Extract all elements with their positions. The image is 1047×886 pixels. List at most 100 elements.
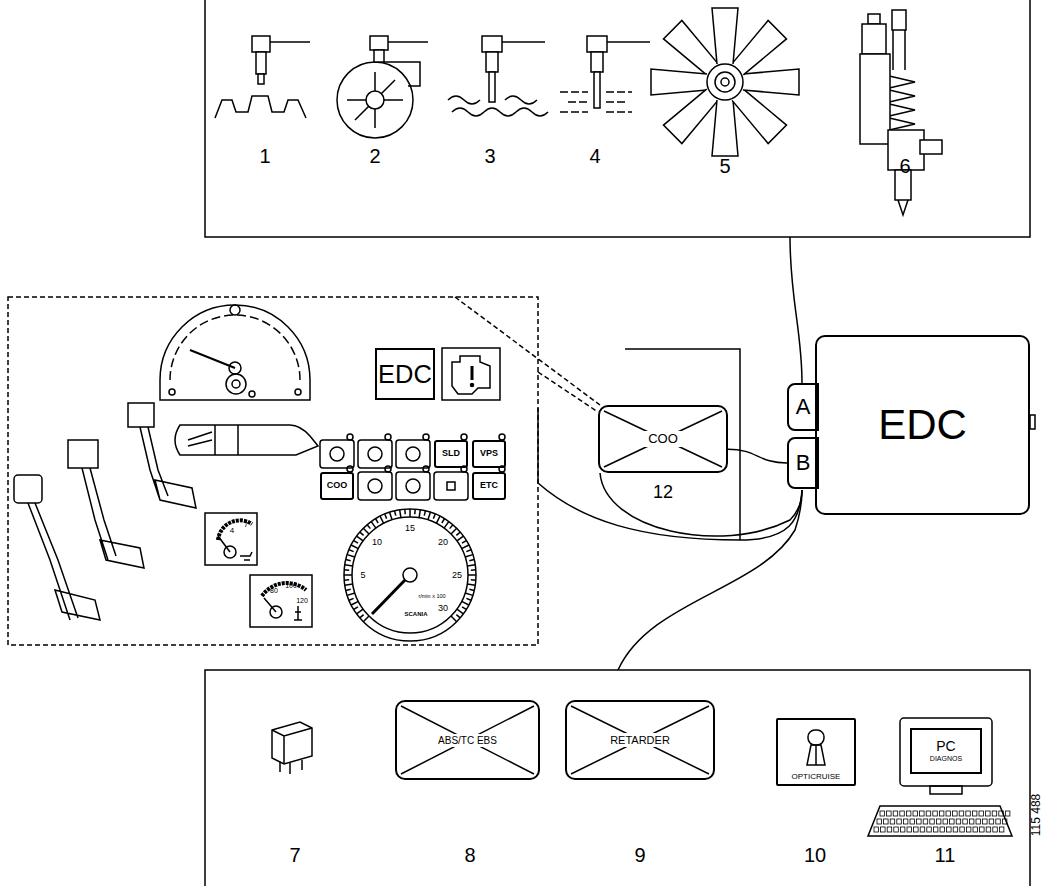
temperature-sensor: [448, 36, 548, 116]
key: [963, 819, 968, 824]
callout-label: 3: [484, 146, 495, 166]
key: [936, 819, 941, 824]
switch-button: [358, 472, 392, 500]
tick: [376, 519, 379, 523]
ecu-cross: [571, 706, 709, 774]
node-box: ETC: [472, 472, 506, 500]
tick: [357, 609, 363, 614]
key: [983, 819, 988, 824]
switch-symbol: [368, 447, 382, 461]
key: [986, 811, 991, 816]
tick: [469, 589, 474, 590]
turbo-sensor: [337, 36, 428, 138]
indicator-led: [385, 466, 391, 472]
key: [953, 827, 958, 832]
node-text: DIAGNOS: [930, 755, 962, 763]
node-text: PC: [936, 739, 955, 754]
pedals: [14, 403, 196, 620]
switch-symbol: [406, 447, 420, 461]
key: [992, 811, 997, 816]
key: [890, 819, 895, 824]
node-text: EDC: [878, 402, 967, 448]
switch-button: [396, 472, 430, 500]
tick: [346, 560, 351, 561]
wire: [790, 237, 802, 383]
speedometer: [160, 305, 310, 400]
node-box: VPS: [472, 440, 506, 468]
key: [900, 827, 905, 832]
callout-label: 115 488: [1030, 794, 1042, 837]
key: [950, 819, 955, 824]
key: [927, 827, 932, 832]
tick: [444, 522, 449, 528]
callout-label: 2: [369, 146, 380, 166]
node-box: RETARDER: [565, 700, 715, 780]
tick: [467, 565, 475, 566]
node-box: EDC: [815, 335, 1030, 515]
tick: [380, 516, 384, 523]
key: [966, 811, 971, 816]
node-text: COO: [327, 481, 348, 491]
key: [933, 827, 938, 832]
speed-sensor: [215, 36, 310, 118]
tick: [354, 607, 358, 610]
tick: [462, 541, 466, 544]
callout-label: 1: [259, 146, 270, 166]
relay: [272, 722, 312, 774]
tick: [424, 511, 425, 516]
tick: [419, 510, 420, 518]
key: [972, 811, 977, 816]
indicator-led: [423, 434, 429, 440]
callout-label: 120: [296, 597, 308, 604]
wire-connector: [728, 449, 787, 463]
key: [903, 819, 908, 824]
key: [1002, 819, 1007, 824]
tick: [357, 536, 363, 541]
node-box: EDC: [375, 348, 435, 400]
tick: [360, 615, 364, 618]
panel-frame: [537, 408, 539, 483]
tick: [344, 569, 349, 571]
panel-frame: [625, 349, 740, 540]
panel-frame: [205, 670, 1030, 886]
tick: [371, 522, 376, 528]
tick: [471, 579, 476, 581]
switch-button: [434, 472, 468, 500]
key: [946, 811, 951, 816]
indicator-led: [385, 434, 391, 440]
tick: [351, 545, 358, 549]
callout-label: 6: [899, 156, 910, 176]
node-text: ABS/TC EBS: [434, 734, 501, 747]
gear-lever: [807, 730, 825, 765]
tick: [466, 598, 471, 600]
tick: [385, 514, 387, 519]
tick: [471, 569, 476, 571]
tick: [451, 616, 457, 622]
key: [887, 827, 892, 832]
pressure-sensor: [560, 36, 650, 112]
key: [914, 827, 919, 832]
switch-symbol: [447, 482, 455, 490]
tick: [363, 616, 369, 622]
key: [939, 811, 944, 816]
key: [874, 827, 879, 832]
wire: [600, 473, 802, 536]
key: [980, 827, 985, 832]
key: [881, 827, 886, 832]
node-text: B: [796, 451, 811, 475]
switch-button: [358, 440, 392, 468]
callout-label: 4: [589, 146, 600, 166]
callout-label: r/min x 100: [418, 594, 445, 600]
unit-injector: [860, 10, 942, 215]
tick: [354, 541, 358, 544]
tick: [345, 565, 353, 566]
fan-blade: [712, 8, 738, 64]
computer: [868, 718, 1012, 836]
tick: [345, 584, 353, 585]
tick: [347, 593, 355, 595]
key: [933, 811, 938, 816]
tick: [349, 598, 354, 600]
key: [910, 819, 915, 824]
key: [923, 819, 928, 824]
